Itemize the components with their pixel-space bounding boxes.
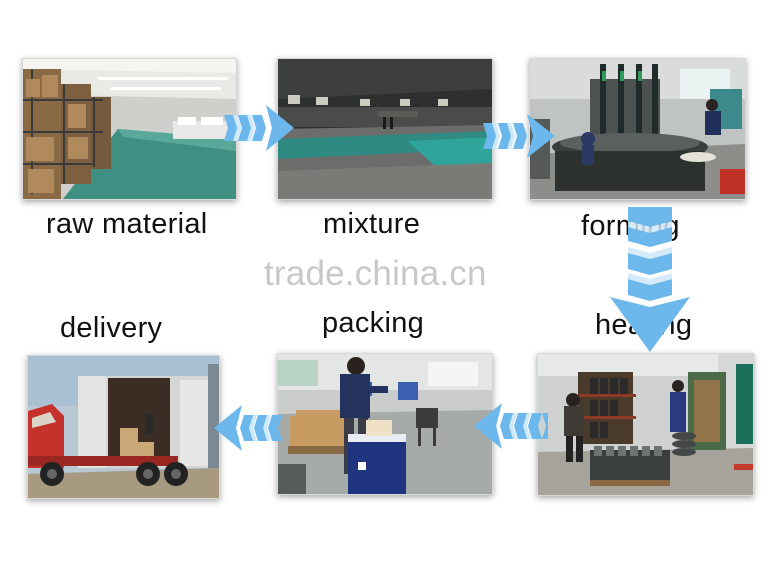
packing-photo <box>277 353 493 495</box>
arrow-packing-to-delivery-icon <box>214 405 286 451</box>
delivery-photo <box>27 355 220 499</box>
delivery-label: delivery <box>60 312 163 344</box>
mixture-label: mixture <box>323 208 421 240</box>
arrow-forming-to-heating-icon <box>610 207 690 352</box>
heating-photo <box>537 353 754 496</box>
packing-label: packing <box>322 307 425 339</box>
arrow-mixture-to-forming-icon <box>483 114 555 158</box>
arrow-raw-to-mixture-icon <box>224 105 294 151</box>
arrow-heating-to-packing-icon <box>474 403 548 449</box>
mixture-photo <box>277 58 493 200</box>
watermark-text: trade.china.cn <box>264 254 487 293</box>
raw-material-photo <box>22 58 237 200</box>
raw-material-label: raw material <box>46 208 208 240</box>
forming-photo <box>529 58 746 200</box>
